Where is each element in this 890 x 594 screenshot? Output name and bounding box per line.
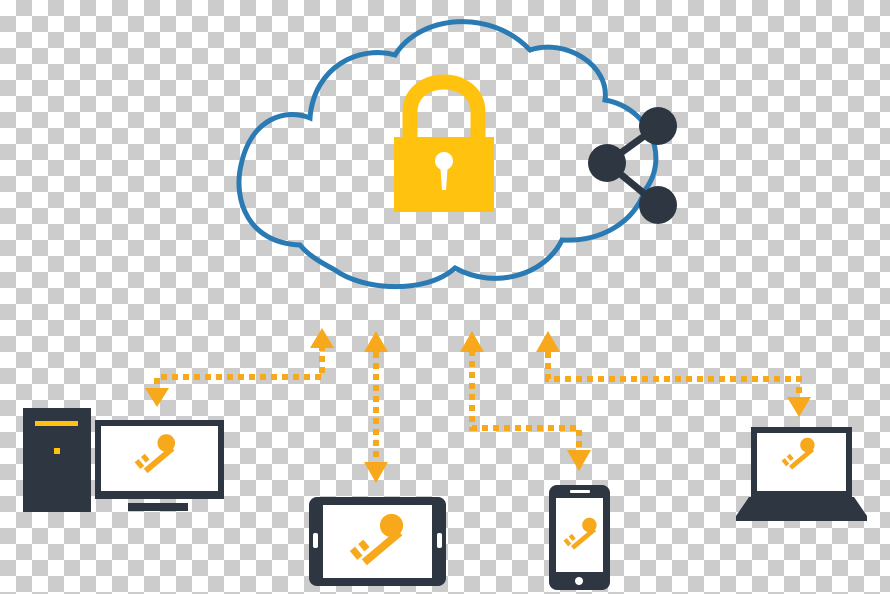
arrow-up-icon: [364, 331, 388, 352]
connector-laptop: [536, 331, 811, 417]
arrow-down-icon: [145, 388, 169, 407]
arrow-up-icon: [460, 331, 484, 352]
connector-phone: [460, 331, 591, 471]
share-icon: [588, 107, 677, 224]
arrow-down-icon: [567, 450, 591, 471]
arrow-down-icon: [364, 462, 388, 483]
arrow-down-icon: [787, 397, 811, 417]
arrow-up-icon: [310, 328, 334, 348]
cloud-icon: [236, 19, 659, 290]
laptop-icon: [736, 427, 867, 521]
connector-desktop: [145, 328, 334, 407]
tablet-icon: [309, 497, 446, 586]
smartphone-icon: [549, 485, 610, 590]
desktop-computer-icon: [23, 408, 224, 512]
padlock-icon: [394, 74, 494, 212]
arrow-up-icon: [536, 331, 560, 352]
connector-tablet: [364, 331, 388, 483]
